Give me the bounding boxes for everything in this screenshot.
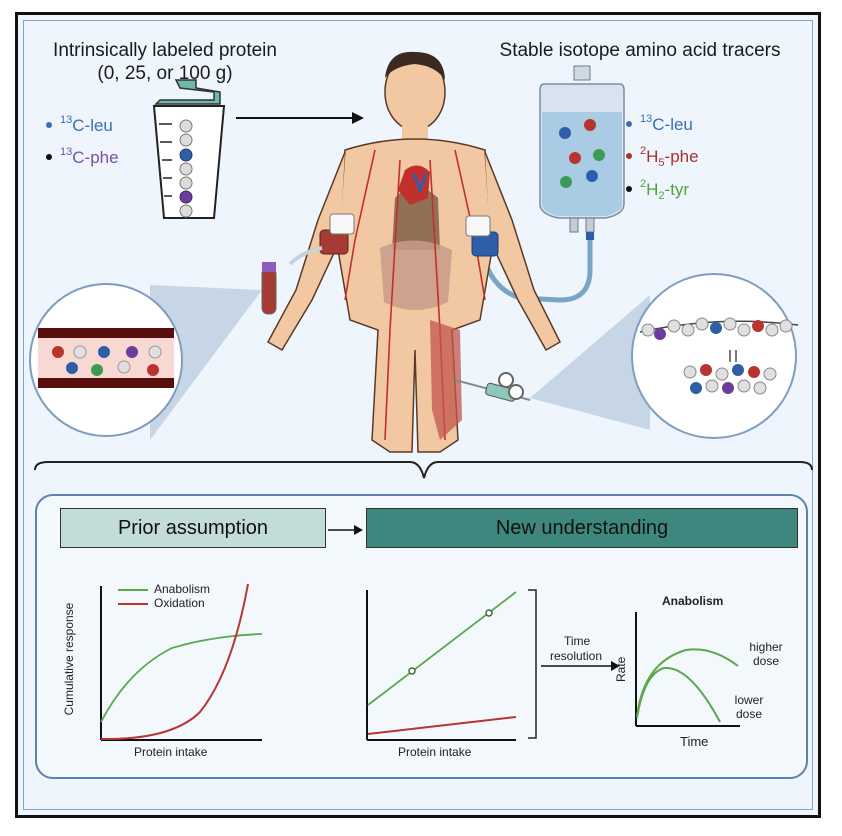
shaker-bottle-icon [152, 79, 226, 219]
chart2-xlabel: Protein intake [398, 745, 472, 759]
chart3-ylabel: Rate [614, 656, 628, 682]
chart3-higher-dose-line [636, 648, 739, 717]
figure-inner-frame [23, 20, 813, 810]
left-tracer-phe: 13C-phe [46, 146, 119, 168]
chart2-point-1 [408, 667, 416, 675]
biopsy-needle-icon [454, 372, 531, 402]
left-title-line2: (0, 25, or 100 g) [97, 63, 233, 84]
chart2-anabolism-line [367, 591, 517, 706]
human-body-icon [266, 51, 561, 453]
chart2-bracket [528, 589, 537, 739]
chart2-oxidation-line [367, 716, 517, 735]
left-title-line1: Intrinsically labeled protein [53, 40, 277, 61]
time-resolution-line1: Time [564, 634, 591, 648]
arrow-icon [354, 525, 363, 535]
chart3-lower-dose-line [636, 666, 721, 723]
lower-dose-label: lower dose [734, 693, 764, 721]
bullet-icon [626, 185, 632, 192]
chart1-oxidation-line [100, 583, 249, 741]
new-understanding-box: New understanding [366, 508, 798, 548]
time-resolution-line2: resolution [550, 649, 603, 663]
iv-bag-icon [482, 65, 625, 303]
chart2-point-2 [485, 609, 493, 617]
bullet-icon [626, 120, 632, 127]
left-tracer-leu: 13C-leu [46, 114, 113, 136]
arrow-icon [352, 112, 364, 124]
brace-icon [34, 461, 813, 479]
prior-assumption-box: Prior assumption [60, 508, 326, 548]
right-tracer-tyr: 2H2-tyr [626, 178, 689, 202]
chart3-xlabel: Time [680, 734, 709, 749]
right-tracer-phe: 2H5-phe [626, 145, 699, 169]
bullet-icon [46, 153, 52, 160]
bullet-icon [46, 121, 52, 128]
prior-assumption-label: Prior assumption [117, 516, 269, 539]
chart3-title: Anabolism [662, 594, 724, 608]
legend-anabolism-label: Anabolism [154, 582, 211, 596]
new-understanding-label: New understanding [495, 516, 669, 539]
muscle-protein-zoom [530, 273, 799, 439]
chart1-ylabel: Cumulative response [62, 602, 76, 716]
blood-vessel-zoom [29, 283, 262, 440]
right-title: Stable isotope amino acid tracers [499, 40, 781, 61]
chart1-xlabel: Protein intake [134, 745, 208, 759]
bullet-icon [626, 152, 632, 159]
chart1-anabolism-line [100, 633, 263, 723]
arrow-icon [611, 661, 620, 671]
higher-dose-label: higher dose [749, 640, 783, 668]
right-tracer-leu: 13C-leu [626, 113, 693, 135]
blood-tube-icon [261, 246, 323, 315]
legend-oxidation-label: Oxidation [154, 596, 205, 610]
